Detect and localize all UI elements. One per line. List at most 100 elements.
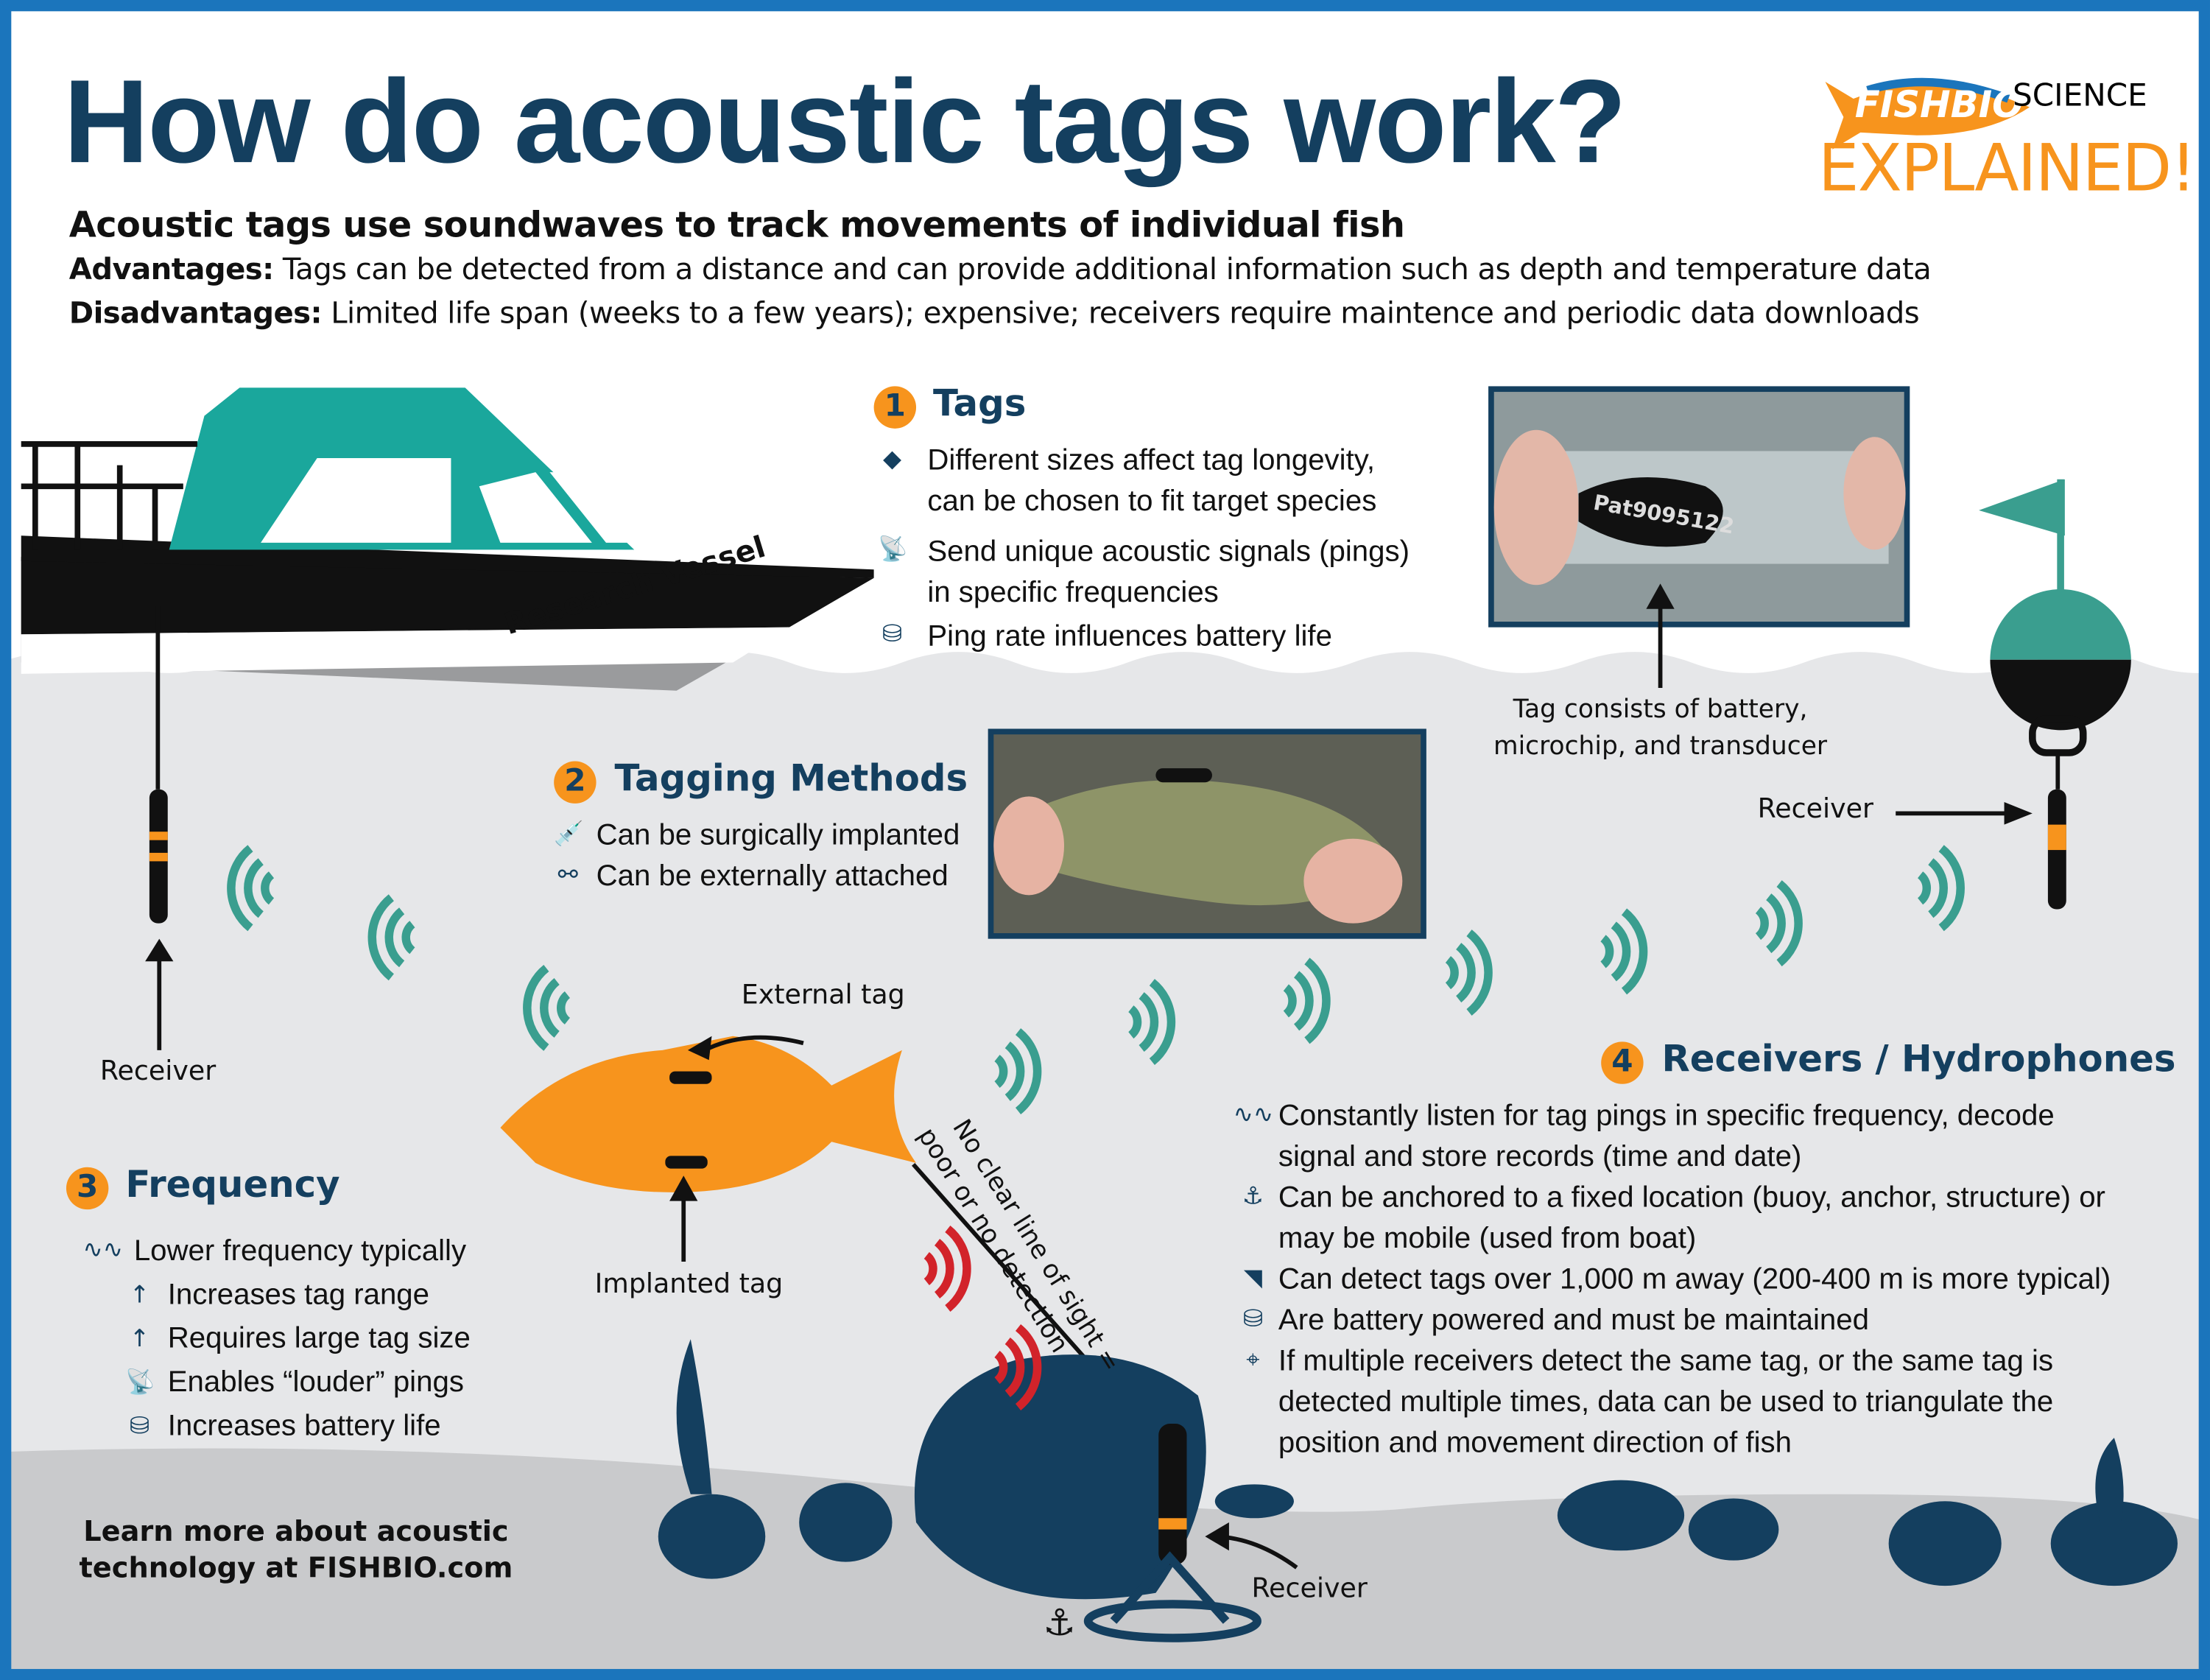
receivers-heading: Receivers / Hydrophones <box>1661 1038 2176 1081</box>
tag-photo <box>1488 386 1910 688</box>
logo-science: SCIENCE <box>2013 79 2147 115</box>
tags-list: ◆ Different sizes affect tag longevity, … <box>878 440 1410 657</box>
section-4-badge: 4 <box>1601 1041 1644 1084</box>
receiver-left-device <box>145 789 174 1050</box>
line-of-sight <box>912 1162 1101 1376</box>
fishbio-logo[interactable]: FISHBIO SCIENCE EXPLAINED! <box>1818 57 2197 212</box>
signal-arc <box>1149 979 1176 1066</box>
signal-arc <box>1293 971 1314 1031</box>
tag-caption: Tag consists of battery, microchip, and … <box>1463 692 1858 766</box>
tags-item-2-line-2: in specific frequencies <box>927 576 1219 609</box>
satellite-signal-icon: 📡 <box>125 1368 155 1397</box>
signal-arc <box>1127 1005 1142 1039</box>
tagging-heading: Tagging Methods <box>614 758 968 801</box>
signal-arc <box>261 871 275 905</box>
fish-logo-icon <box>1825 77 2030 150</box>
disadvantages-text: Limited life span (weeks to a few years)… <box>321 295 1920 330</box>
buoy <box>1896 479 2131 910</box>
receivers-item-1-line-1: Constantly listen for tag pings in speci… <box>1278 1099 2055 1132</box>
anchor-icon: ⚓ <box>1242 1182 1264 1212</box>
receiver-right-label: Receiver <box>1757 793 1873 825</box>
anchor-icon: ⚓ <box>1043 1601 1076 1644</box>
receivers-item-2-line-1: Can be anchored to a fixed location (buo… <box>1278 1181 2105 1214</box>
signal-arc <box>994 1055 1008 1089</box>
disadvantages-label: Disadvantages: <box>68 295 323 330</box>
arrow-up-icon: ↑ <box>129 1325 150 1354</box>
section-1-badge: 1 <box>873 386 917 429</box>
orange-fish <box>500 1035 917 1262</box>
fish-photo <box>988 728 1426 939</box>
logo-explained: EXPLAINED! <box>1817 130 2197 206</box>
signal-arc <box>1004 1041 1025 1102</box>
signal-arc <box>523 964 549 1051</box>
tags-item-2-line-1: Send unique acoustic signals (pings) <box>927 535 1410 569</box>
blocked-signal-arc <box>934 1239 954 1298</box>
tag-caption-line-1: Tag consists of battery, <box>1513 695 1808 725</box>
water <box>0 652 2210 1680</box>
tag-caption-line-2: microchip, and transducer <box>1493 731 1828 762</box>
signal-arc <box>1611 921 1631 982</box>
signal-arc <box>1445 956 1459 990</box>
signal-arc <box>1139 992 1159 1052</box>
receiver-left-label: Receiver <box>99 1055 217 1087</box>
section-2-badge: 2 <box>554 761 597 804</box>
tag-icon: ◆ <box>882 445 901 474</box>
signal-arc <box>244 858 264 918</box>
frequency-item-1: Increases tag range <box>167 1278 430 1311</box>
learn-more-line-1: Learn more about acoustic <box>83 1514 509 1548</box>
learn-more-link[interactable]: Learn more about acoustic technology at … <box>57 1513 536 1586</box>
blocked-signal-arc <box>1015 1324 1042 1410</box>
intro-subtitle: Acoustic tags use soundwaves to track mo… <box>68 204 1405 246</box>
link-icon: ⚯ <box>557 861 578 890</box>
frequency-heading: Frequency <box>125 1164 340 1207</box>
rocks-and-seaweed <box>658 1339 2178 1600</box>
signal-waves <box>227 845 1965 1410</box>
blocked-signal-arc <box>923 1252 937 1285</box>
signal-arc <box>1938 845 1965 932</box>
waveform-icon: ∿∿ <box>1233 1100 1274 1130</box>
section-3-badge: 3 <box>66 1167 109 1210</box>
receivers-item-5-line-1: If multiple receivers detect the same ta… <box>1278 1344 2054 1377</box>
waveform-icon: ∿∿ <box>82 1236 123 1265</box>
signal-arc <box>557 991 571 1024</box>
disadvantages-line: Disadvantages: Limited life span (weeks … <box>68 295 1920 330</box>
advantages-line: Advantages: Tags can be detected from a … <box>68 252 1932 287</box>
blocked-signal-arc <box>1004 1338 1025 1397</box>
tags-item-3: Ping rate influences battery life <box>927 620 1332 653</box>
signal-arc <box>1755 907 1769 941</box>
satellite-signal-icon: 📡 <box>878 535 908 564</box>
receiver-bottom-device: ⚓ <box>1043 1424 1298 1644</box>
frequency-item-2: Requires large tag size <box>167 1322 471 1355</box>
receivers-item-1-line-2: signal and store records (time and date) <box>1278 1140 1802 1173</box>
signal-arc <box>540 977 560 1038</box>
logo-brand: FISHBIO <box>1854 84 2024 127</box>
signal-arc <box>1600 935 1614 969</box>
receiver-bottom-label: Receiver <box>1251 1572 1368 1605</box>
signal-arc <box>367 894 395 981</box>
learn-more-line-2: technology at FISHBIO.com <box>79 1550 513 1585</box>
signal-arc <box>1621 908 1648 995</box>
receivers-item-5-line-2: detected multiple times, data can be use… <box>1278 1385 2054 1419</box>
receivers-item-4: Are battery powered and must be maintain… <box>1278 1304 1869 1337</box>
battery-stack-icon: ⛁ <box>1242 1305 1264 1334</box>
signal-arc <box>1776 880 1803 967</box>
blocked-signal-arc <box>945 1226 971 1312</box>
frequency-item-4: Increases battery life <box>167 1409 441 1442</box>
arrow-up-icon: ↑ <box>129 1281 150 1310</box>
tags-item-1-line-1: Different sizes affect tag longevity, <box>927 443 1376 477</box>
advantages-label: Advantages: <box>68 252 274 287</box>
signal-arc <box>1283 984 1297 1018</box>
blocked-signal-arc <box>994 1350 1008 1384</box>
frequency-lead: Lower frequency typically <box>133 1234 467 1268</box>
tags-heading: Tags <box>933 383 1027 426</box>
tagging-item-1: Can be surgically implanted <box>596 818 960 851</box>
signal-arc <box>1455 943 1476 1003</box>
tags-item-1-line-2: can be chosen to fit target species <box>927 485 1377 518</box>
signal-arc <box>1304 957 1331 1044</box>
signal-arc <box>1928 858 1948 918</box>
receivers-item-2-line-2: may be mobile (used from boat) <box>1278 1222 1697 1255</box>
advantages-text: Tags can be detected from a distance and… <box>273 252 1932 287</box>
frequency-item-3: Enables “louder” pings <box>167 1366 464 1399</box>
battery-stack-icon: ⛁ <box>881 620 903 649</box>
